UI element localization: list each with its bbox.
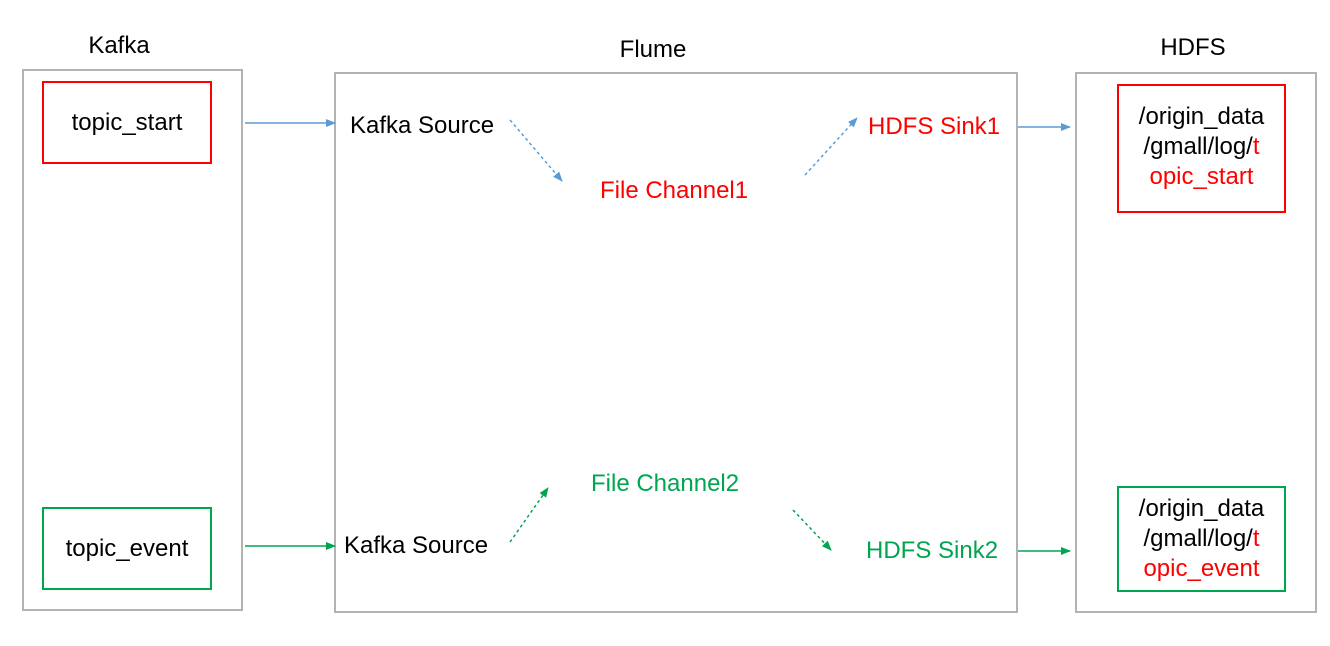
arrow-source2-to-channel2 <box>509 487 549 543</box>
hdfs-sink-1: HDFS Sink1 <box>868 113 1001 140</box>
topic-start-label: topic_start <box>71 108 183 136</box>
path-event-line2-highlight: t <box>1252 525 1260 552</box>
kafka-panel <box>22 69 243 611</box>
flume-title: Flume <box>619 36 687 63</box>
hdfs-panel <box>1075 72 1317 613</box>
topic-event-label: topic_event <box>65 534 189 562</box>
path-start-line2-highlight: t <box>1252 133 1260 160</box>
path-start-line2: /gmall/log/ <box>1143 133 1253 160</box>
hdfs-sink-2: HDFS Sink2 <box>866 537 999 564</box>
path-start-line3: opic_start <box>1149 163 1254 190</box>
kafka-source-2: Kafka Source <box>344 532 489 559</box>
file-channel-1: File Channel1 <box>600 177 749 204</box>
flume-panel <box>334 72 1018 613</box>
file-channel-2: File Channel2 <box>591 470 740 497</box>
hdfs-title: HDFS <box>1160 34 1226 61</box>
hdfs-path-event-box: /origin_data /gmall/log/t opic_event <box>1117 486 1286 592</box>
topic-start-box: topic_start <box>42 81 212 164</box>
path-event-line3: opic_event <box>1143 555 1260 582</box>
path-event-line2: /gmall/log/ <box>1143 525 1253 552</box>
kafka-title: Kafka <box>88 32 150 59</box>
arrow-source1-to-channel1 <box>509 119 563 182</box>
path-event-line1: /origin_data <box>1138 495 1265 522</box>
arrow-channel2-to-sink2 <box>792 509 832 551</box>
kafka-source-1: Kafka Source <box>350 112 495 139</box>
topic-event-box: topic_event <box>42 507 212 590</box>
hdfs-path-start-box: /origin_data /gmall/log/t opic_start <box>1117 84 1286 213</box>
path-start-line1: /origin_data <box>1138 103 1265 130</box>
arrow-channel1-to-sink1 <box>804 117 858 176</box>
